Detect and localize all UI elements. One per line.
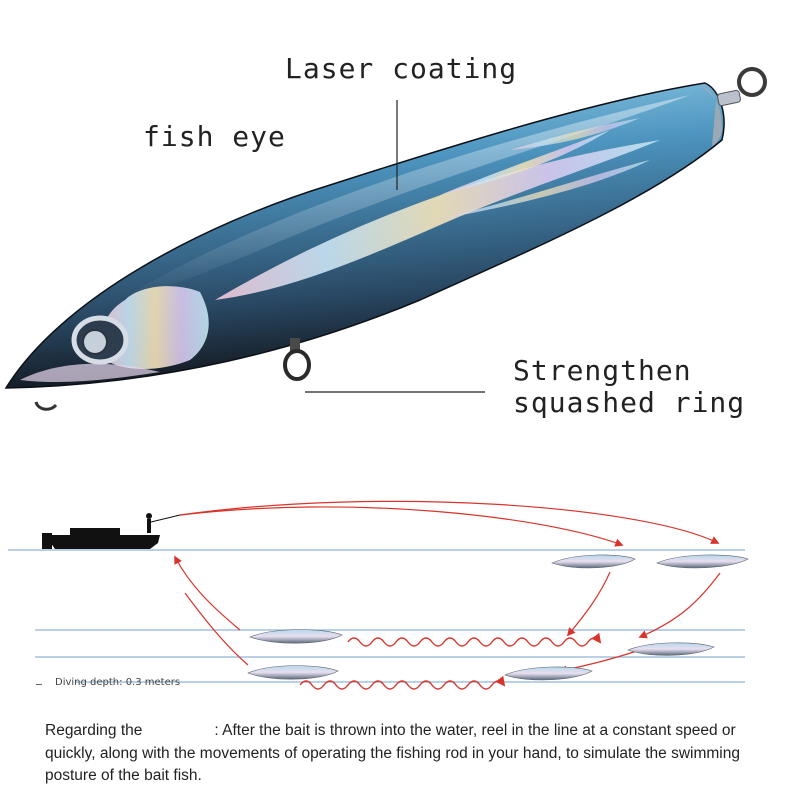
laser-coating-stripe	[215, 140, 660, 300]
cast-arrow-2	[179, 500, 720, 544]
lure-position-3	[249, 629, 343, 644]
cast-arrow-1	[179, 506, 624, 547]
diving-depth-label: Diving depth: 0.3 meters	[55, 677, 181, 688]
usage-description: Regarding the: After the bait is thrown …	[45, 720, 765, 788]
boat-icon	[42, 513, 181, 549]
dive-arrow-1	[566, 571, 611, 637]
depth-marker	[36, 684, 42, 685]
retrieve-diagram	[8, 500, 749, 690]
squashed-ring-label: Strengthen squashed ring	[513, 355, 745, 419]
squashed-ring	[283, 338, 311, 381]
squashed-ring-label-line1: Strengthen	[513, 354, 692, 387]
lure-position-4	[627, 642, 715, 656]
swim-path-upper	[347, 632, 602, 647]
tail-eyelet	[700, 67, 767, 146]
return-arrow-1	[174, 555, 241, 631]
water-lines	[8, 549, 745, 683]
description-lead: Regarding the	[45, 722, 143, 739]
lure-position-1	[551, 554, 636, 569]
description-body: : After the bait is thrown into the wate…	[45, 722, 740, 784]
laser-coating-label: Laser coating	[285, 52, 518, 85]
swim-path-lower	[299, 675, 506, 690]
lure-position-2	[656, 554, 749, 569]
lure-position-6	[504, 666, 593, 681]
lure-illustration	[4, 67, 767, 411]
return-arrow-2	[184, 592, 249, 666]
dive-arrow-2	[638, 572, 721, 639]
fish-eye-label: fish eye	[143, 120, 286, 153]
squashed-ring-label-line2: squashed ring	[513, 386, 746, 419]
lure-position-5	[247, 665, 339, 680]
fish-eye	[71, 315, 129, 365]
